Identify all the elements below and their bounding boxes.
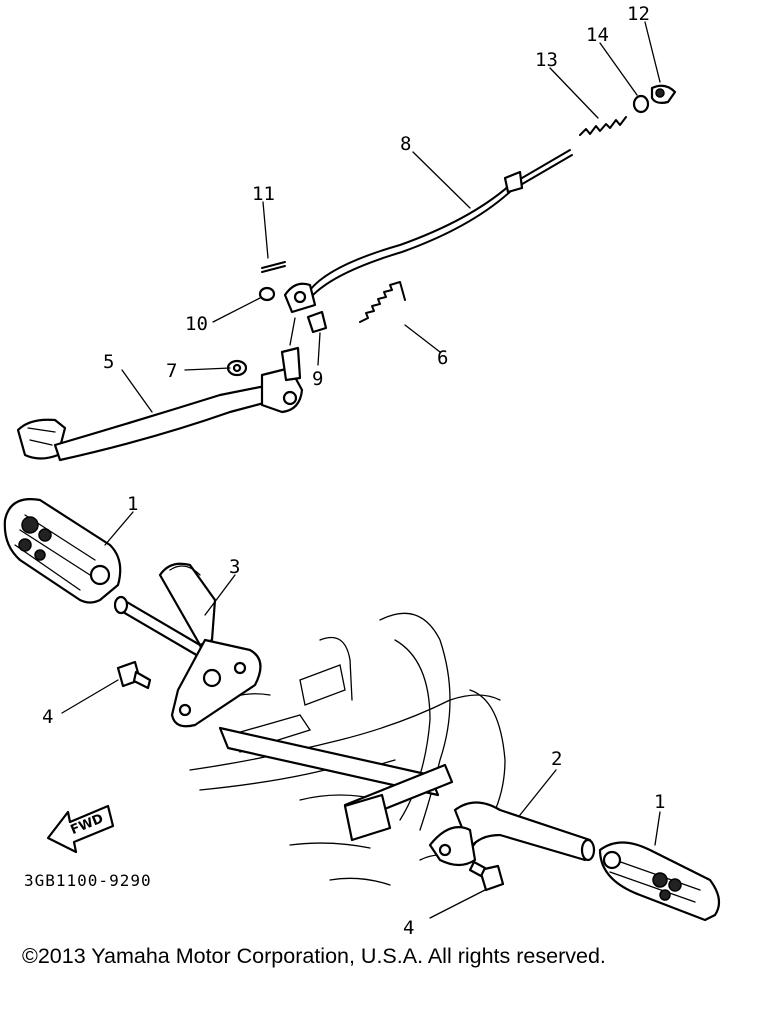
joint-pin	[632, 94, 650, 114]
cross-shaft	[218, 726, 454, 842]
callout-6: 6	[437, 347, 448, 369]
cotter-pin	[261, 261, 286, 273]
callout-11: 11	[252, 183, 275, 205]
footpeg-left	[3, 498, 122, 604]
fwd-arrow: FWD	[46, 804, 115, 854]
callout-3: 3	[229, 556, 240, 578]
callout-4-left: 4	[42, 706, 53, 728]
callout-13: 13	[535, 49, 558, 71]
callout-9: 9	[312, 368, 323, 390]
return-spring	[359, 281, 406, 323]
callout-10: 10	[185, 313, 208, 335]
brake-arm-clevis	[283, 282, 328, 334]
callout-12: 12	[627, 3, 650, 25]
callout-1-right: 1	[654, 791, 665, 813]
callouts: 1 3 4 5 7 6 8 9 10 11 12 13 14 2 1 4	[42, 3, 665, 939]
adjusting-nut	[650, 84, 677, 104]
brake-rod	[309, 149, 573, 297]
brake-pedal	[16, 346, 304, 462]
callout-1-left: 1	[127, 493, 138, 515]
callout-8: 8	[400, 133, 411, 155]
washer-10	[258, 286, 276, 302]
footpeg-right	[598, 841, 721, 922]
drawing-code: 3GB1100-9290	[24, 871, 152, 890]
copyright-notice: ©2013 Yamaha Motor Corporation, U.S.A. A…	[22, 944, 606, 968]
footrest-bracket-left	[113, 562, 262, 728]
bolt-left	[116, 660, 152, 690]
callout-14: 14	[586, 24, 609, 46]
leader-lines	[61, 21, 661, 919]
bolt-right	[468, 860, 505, 892]
callout-7: 7	[166, 360, 177, 382]
callout-5: 5	[103, 351, 114, 373]
footrest-bracket-right	[428, 801, 596, 867]
rod-spring	[579, 116, 627, 136]
callout-4-right: 4	[403, 917, 414, 939]
callout-2: 2	[551, 748, 562, 770]
washer-7	[226, 359, 248, 377]
